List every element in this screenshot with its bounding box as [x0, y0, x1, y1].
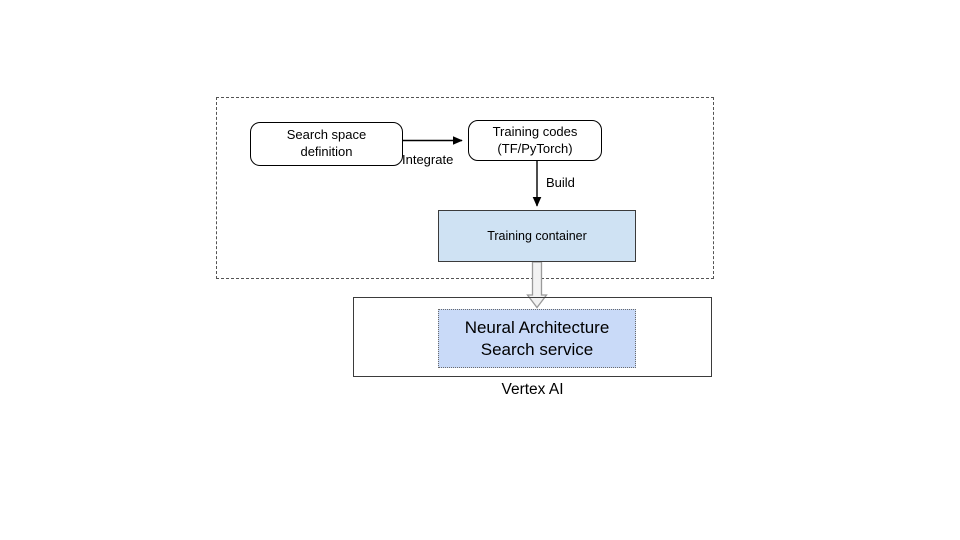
user-workflow-group: [216, 97, 714, 279]
node-training-container[interactable]: Training container: [438, 210, 636, 262]
edge-label-build: Build: [546, 175, 575, 190]
node-search-space-definition[interactable]: Search space definition: [250, 122, 403, 166]
vertex-ai-container: [353, 297, 712, 377]
vertex-ai-label: Vertex AI: [501, 381, 564, 398]
node-neural-architecture-search-service[interactable]: Neural Architecture Search service: [438, 309, 636, 368]
edge-label-integrate: Integrate: [402, 152, 454, 167]
node-training-codes[interactable]: Training codes (TF/PyTorch): [468, 120, 602, 161]
